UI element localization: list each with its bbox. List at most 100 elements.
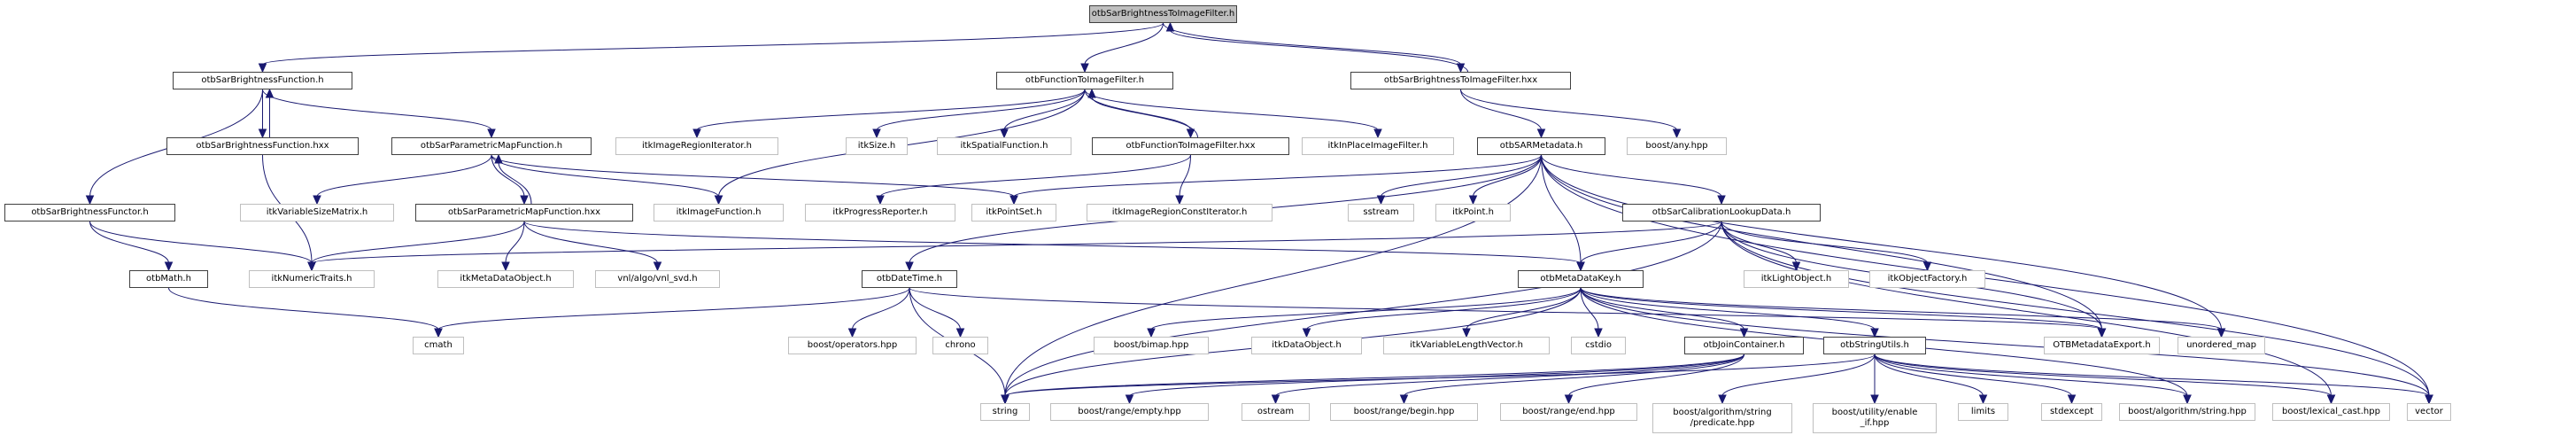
graph-node-scld[interactable]: otbSarCalibrationLookupData.h xyxy=(1622,204,1821,222)
edge-fti_hxx-to-ipr xyxy=(879,154,1191,198)
graph-node-mdk[interactable]: otbMetaDataKey.h xyxy=(1518,270,1644,288)
edge-spm_hxx-to-mdk xyxy=(523,221,1582,264)
graph-node-int[interactable]: itkNumericTraits.h xyxy=(249,270,375,288)
node-label: boost/any.hpp xyxy=(1645,141,1708,151)
arrowhead-icon xyxy=(487,128,496,139)
graph-node-sbf_h[interactable]: otbSarBrightnessFunction.h xyxy=(173,72,352,89)
arrowhead-icon xyxy=(1147,328,1156,338)
edge-sbti_hxx-to-bany xyxy=(1460,89,1677,131)
arrowhead-icon xyxy=(1175,195,1184,206)
graph-node-limits[interactable]: limits xyxy=(1958,403,2008,421)
graph-node-chrono[interactable]: chrono xyxy=(932,337,988,354)
edge-sbti_hxx-to-sarmd xyxy=(1460,89,1542,131)
arrowhead-icon xyxy=(1922,261,1932,272)
graph-node-sarmd[interactable]: otbSARMetadata.h xyxy=(1477,137,1605,155)
graph-node-bops[interactable]: boost/operators.hpp xyxy=(788,337,917,354)
graph-node-imdo[interactable]: itkMetaDataObject.h xyxy=(437,270,574,288)
node-label: otbFunctionToImageFilter.hxx xyxy=(1126,141,1256,151)
node-label: itkProgressReporter.h xyxy=(832,207,928,217)
node-label: itkSpatialFunction.h xyxy=(960,141,1048,151)
edge-mdk-to-cstdio xyxy=(1580,287,1599,330)
graph-node-root[interactable]: otbSarBrightnessToImageFilter.h xyxy=(1089,5,1237,23)
graph-node-string[interactable]: string xyxy=(980,403,1030,421)
edge-spm_h-to-ivsm xyxy=(316,154,492,198)
arrowhead-icon xyxy=(1739,328,1749,338)
graph-node-ips[interactable]: itkPointSet.h xyxy=(971,204,1056,222)
graph-node-otbmde[interactable]: OTBMetadataExport.h xyxy=(2044,337,2160,354)
graph-node-umap[interactable]: unordered_map xyxy=(2178,337,2265,354)
arrowhead-icon xyxy=(1564,394,1574,405)
node-label: boost/bimap.hpp xyxy=(1113,340,1189,350)
edge-sarmd-to-ipoint xyxy=(1473,154,1542,198)
graph-node-iri[interactable]: itkImageRegionIterator.h xyxy=(615,137,778,155)
graph-node-fti_hxx[interactable]: otbFunctionToImageFilter.hxx xyxy=(1092,137,1289,155)
graph-node-isize[interactable]: itkSize.h xyxy=(846,137,908,155)
node-label: otbMetaDataKey.h xyxy=(1540,274,1621,284)
node-label: stdexcept xyxy=(2049,407,2094,416)
graph-node-bbimap[interactable]: boost/bimap.hpp xyxy=(1094,337,1209,354)
edge-mdk-to-su xyxy=(1580,287,1876,330)
edge-mdk-to-vector xyxy=(1580,287,2430,397)
edge-mdk-to-ido xyxy=(1306,287,1582,330)
graph-node-dt[interactable]: otbDateTime.h xyxy=(862,270,957,288)
arrowhead-icon xyxy=(1870,394,1879,405)
graph-node-ivlv[interactable]: itkVariableLengthVector.h xyxy=(1383,337,1550,354)
graph-node-sbfunctor[interactable]: otbSarBrightnessFunctor.h xyxy=(4,204,175,222)
node-label: itkLightObject.h xyxy=(1760,274,1832,284)
arrowhead-icon xyxy=(1376,195,1386,206)
graph-node-iof[interactable]: itkObjectFactory.h xyxy=(1869,270,1985,288)
node-label: string xyxy=(992,407,1018,416)
node-label: boost/utility/enable _if.hpp xyxy=(1831,408,1918,428)
edge-sbf_h-to-spm_h xyxy=(262,89,492,131)
edge-spm_hxx-to-int xyxy=(311,221,525,264)
graph-node-bre[interactable]: boost/range/empty.hpp xyxy=(1050,403,1209,421)
graph-node-irci[interactable]: itkImageRegionConstIterator.h xyxy=(1087,204,1273,222)
graph-node-ipoint[interactable]: itkPoint.h xyxy=(1435,204,1511,222)
graph-node-buei[interactable]: boost/utility/enable _if.hpp xyxy=(1813,403,1937,433)
arrowhead-icon xyxy=(2425,394,2433,405)
graph-node-spm_h[interactable]: otbSarParametricMapFunction.h xyxy=(391,137,592,155)
graph-node-iipf[interactable]: itkInPlaceImageFilter.h xyxy=(1302,137,1454,155)
node-label: ostream xyxy=(1257,407,1295,416)
graph-node-bany[interactable]: boost/any.hpp xyxy=(1627,137,1727,155)
edge-dt-to-otbmde xyxy=(909,287,2102,330)
graph-node-jc[interactable]: otbJoinContainer.h xyxy=(1684,337,1804,354)
edge-sarmd-to-umap xyxy=(1541,154,2222,330)
graph-node-su[interactable]: otbStringUtils.h xyxy=(1823,337,1926,354)
graph-node-ido[interactable]: itkDataObject.h xyxy=(1251,337,1362,354)
graph-node-sstream[interactable]: sstream xyxy=(1348,204,1414,222)
arrowhead-icon xyxy=(653,261,662,272)
node-label: boost/range/begin.hpp xyxy=(1353,407,1455,416)
graph-node-isf[interactable]: itkSpatialFunction.h xyxy=(937,137,1071,155)
graph-node-brb[interactable]: boost/range/begin.hpp xyxy=(1330,403,1478,421)
edge-jc-to-ostream xyxy=(1275,354,1744,397)
arrowhead-icon xyxy=(1462,328,1471,338)
node-label: boost/operators.hpp xyxy=(807,340,898,350)
graph-node-vector[interactable]: vector xyxy=(2407,403,2451,421)
graph-node-iif[interactable]: itkImageFunction.h xyxy=(654,204,784,222)
graph-node-bren[interactable]: boost/range/end.hpp xyxy=(1500,403,1637,421)
arrowhead-icon xyxy=(501,261,510,272)
graph-node-cstdio[interactable]: cstdio xyxy=(1571,337,1626,354)
graph-node-fti_h[interactable]: otbFunctionToImageFilter.h xyxy=(996,72,1173,89)
graph-node-sbf_hxx[interactable]: otbSarBrightnessFunction.hxx xyxy=(166,137,359,155)
graph-node-spm_hxx[interactable]: otbSarParametricMapFunction.hxx xyxy=(415,204,633,222)
graph-node-bas[interactable]: boost/algorithm/string.hpp xyxy=(2119,403,2255,421)
arrowhead-icon xyxy=(905,261,914,272)
graph-node-cmath[interactable]: cmath xyxy=(413,337,464,354)
graph-node-ostream[interactable]: ostream xyxy=(1242,403,1310,421)
graph-node-vnl[interactable]: vnl/algo/vnl_svd.h xyxy=(595,270,720,288)
edge-scld-to-blc xyxy=(1721,221,2332,397)
graph-node-ilo[interactable]: itkLightObject.h xyxy=(1744,270,1849,288)
graph-node-sbti_hxx[interactable]: otbSarBrightnessToImageFilter.hxx xyxy=(1350,72,1571,89)
node-label: itkPointSet.h xyxy=(986,207,1042,217)
edge-fti_h-to-iipf xyxy=(1084,89,1379,131)
arrowhead-icon xyxy=(1010,195,1018,206)
graph-node-blc[interactable]: boost/lexical_cast.hpp xyxy=(2272,403,2390,421)
node-label: otbSarParametricMapFunction.hxx xyxy=(447,207,601,217)
graph-node-stdexcept[interactable]: stdexcept xyxy=(2041,403,2102,421)
graph-node-math[interactable]: otbMath.h xyxy=(129,270,208,288)
graph-node-ivsm[interactable]: itkVariableSizeMatrix.h xyxy=(240,204,394,222)
graph-node-ipr[interactable]: itkProgressReporter.h xyxy=(805,204,955,222)
graph-node-basp[interactable]: boost/algorithm/string /predicate.hpp xyxy=(1652,403,1792,433)
